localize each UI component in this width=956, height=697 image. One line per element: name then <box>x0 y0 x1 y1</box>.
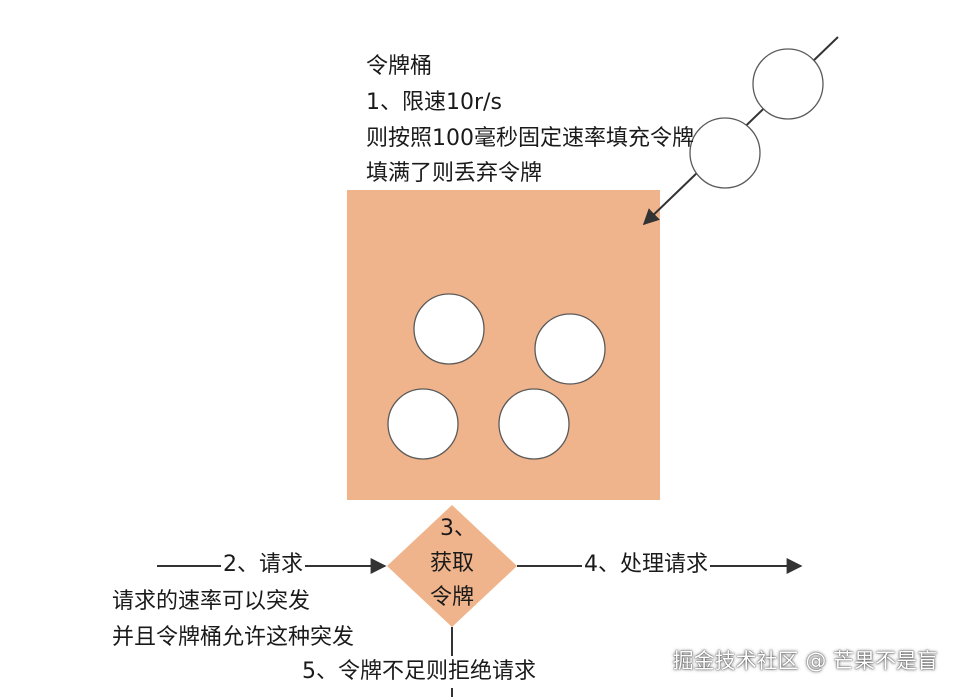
process-label: 4、处理请求 <box>582 549 710 581</box>
token-bucket <box>347 190 660 500</box>
incoming-token-circle <box>689 117 761 189</box>
token-circle <box>534 313 606 385</box>
acquire-label-line1: 获取 <box>430 551 475 576</box>
burst-note-line1: 请求的速率可以突发 <box>112 589 311 614</box>
token-circle <box>498 388 570 460</box>
reject-label: 5、令牌不足则拒绝请求 <box>300 656 538 688</box>
acquire-label-line2: 令牌 <box>430 585 475 610</box>
bucket-note-line1: 1、限速10r/s <box>366 90 502 115</box>
token-circle <box>413 293 485 365</box>
token-circle <box>387 388 459 460</box>
bucket-note-line3: 填满了则丢弃令牌 <box>366 161 543 186</box>
bucket-note-line2: 则按照100毫秒固定速率填充令牌 <box>366 126 694 151</box>
watermark: 掘金技术社区 @ 芒果不是盲 <box>672 649 938 673</box>
acquire-step-number: 3、 <box>440 516 476 541</box>
bucket-note-title: 令牌桶 <box>366 54 433 79</box>
burst-note-line2: 并且令牌桶允许这种突发 <box>112 625 355 650</box>
request-label: 2、请求 <box>221 549 305 581</box>
incoming-token-circle <box>752 48 824 120</box>
acquire-token-diamond <box>387 505 517 627</box>
